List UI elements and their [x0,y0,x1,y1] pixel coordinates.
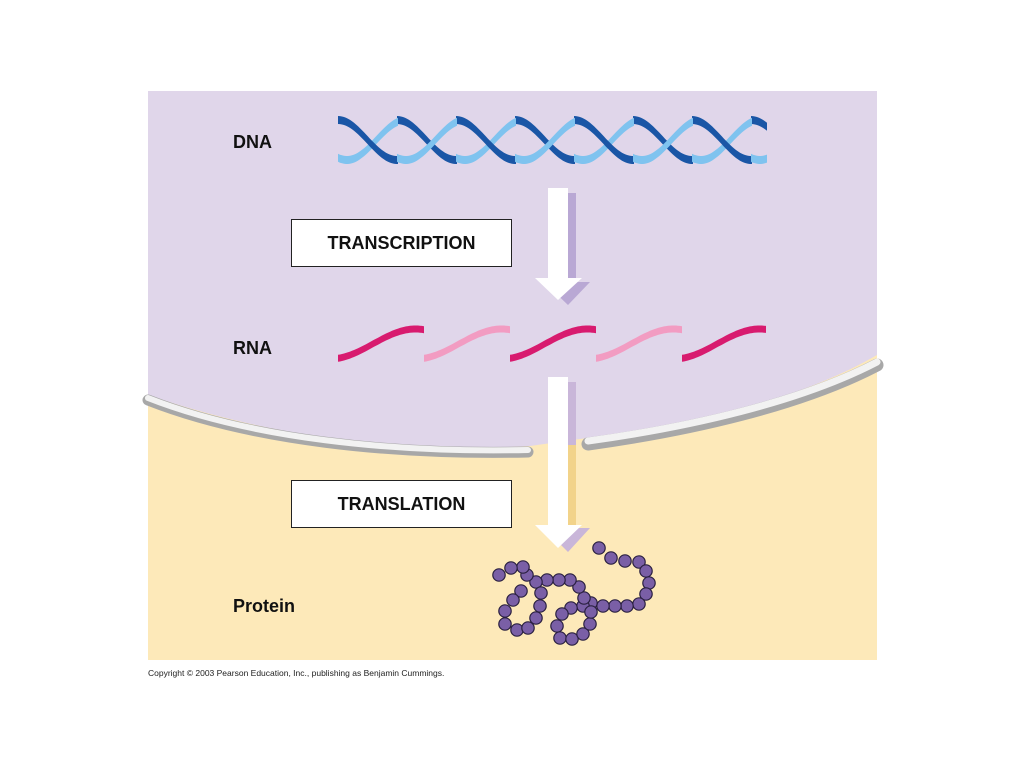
amino-acid-bead [550,619,564,633]
amino-acid-bead [576,627,590,641]
amino-acid-bead [584,605,598,619]
transcription-arrow [535,188,590,305]
helix-segment [574,117,634,164]
helix-segment [456,116,516,164]
amino-acid-bead [618,554,632,568]
amino-acid-bead [572,580,586,594]
rna-segment [510,325,596,362]
amino-acid-bead [608,599,622,613]
protein-label: Protein [233,596,296,616]
amino-acid-bead [492,568,506,582]
helix-segment [751,153,767,164]
amino-acid-bead [565,632,579,646]
nucleus-region [148,91,877,448]
amino-acid-bead [516,560,530,574]
amino-acid-bead [577,591,591,605]
amino-acid-bead [506,593,520,607]
amino-acid-bead [553,631,567,645]
helix-segment [397,116,457,164]
amino-acid-bead [498,617,512,631]
amino-acid-bead [632,597,646,611]
amino-acid-bead [521,621,535,635]
amino-acid-bead [555,607,569,621]
translation-box: TRANSLATION [291,480,512,528]
protein-chain [492,541,656,646]
rna-segment [424,325,510,362]
rna-strand [338,325,766,362]
amino-acid-bead [498,604,512,618]
amino-acid-bead [604,551,618,565]
helix-segment [456,117,516,164]
amino-acid-bead [514,584,528,598]
amino-acid-bead [583,617,597,631]
amino-acid-bead [596,599,610,613]
amino-acid-bead [639,587,653,601]
nuclear-envelope-left-highlight [145,395,531,454]
helix-segment [692,116,752,164]
helix-segment [338,117,398,164]
amino-acid-bead [620,599,634,613]
helix-segment [338,116,398,164]
amino-acid-bead [632,555,646,569]
helix-segment [574,116,634,164]
amino-acid-bead [534,586,548,600]
helix-segment [397,117,457,164]
dna-label: DNA [233,132,272,152]
transcription-box: TRANSCRIPTION [291,219,512,267]
amino-acid-bead [533,599,547,613]
rna-segment [682,325,766,362]
rna-label: RNA [233,338,272,358]
dna-double-helix [338,116,767,164]
rna-segment [596,325,682,362]
translation-arrow [535,377,590,552]
helix-segment [633,116,693,164]
helix-segment [515,116,575,164]
amino-acid-bead [529,611,543,625]
helix-segment [751,116,767,131]
amino-acid-bead [529,575,543,589]
helix-segment [515,117,575,164]
nuclear-envelope-right-highlight [584,358,881,445]
amino-acid-bead [639,564,653,578]
helix-segment [692,117,752,164]
helix-segment [633,117,693,164]
amino-acid-bead [540,573,554,587]
amino-acid-bead [510,623,524,637]
rna-segment [338,325,424,362]
amino-acid-bead [552,573,566,587]
amino-acid-bead [592,541,606,555]
amino-acid-bead [504,561,518,575]
copyright-notice: Copyright © 2003 Pearson Education, Inc.… [148,668,445,678]
